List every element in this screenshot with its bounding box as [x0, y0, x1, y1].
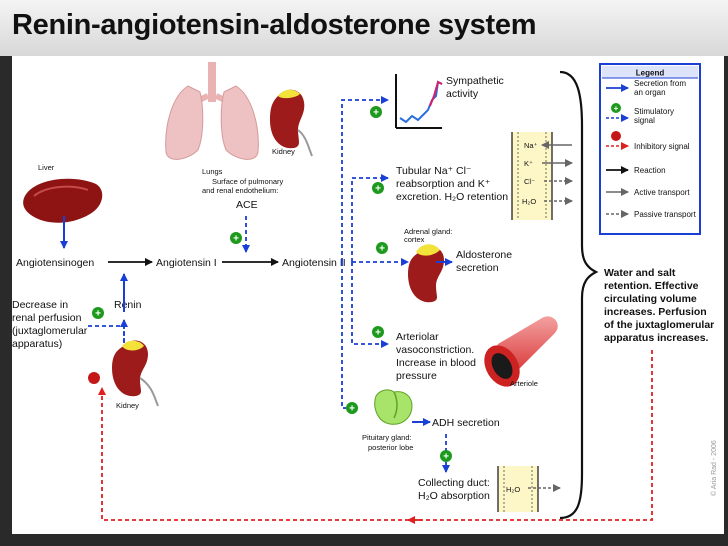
collecting-label-1: Collecting duct: — [418, 477, 490, 489]
tubular-label-3: excretion. H₂O retention — [396, 191, 508, 203]
outcome-line-3: circulating volume — [604, 293, 697, 305]
branch-sympathetic — [341, 96, 389, 262]
aldosterone-label-1: Aldosterone — [456, 249, 512, 261]
legend-stimulatory-2: signal — [634, 116, 655, 125]
title-bar: Renin-angiotensin-aldosterone system — [0, 0, 728, 56]
legend-reaction: Reaction — [634, 166, 666, 175]
stimulatory-signal-icon: + — [370, 106, 382, 119]
sympathetic-label-1: Sympathetic — [446, 75, 504, 87]
legend-stimulatory-1: Stimulatory — [634, 107, 674, 116]
liver-label: Liver — [38, 163, 55, 172]
branch-tubular — [351, 174, 389, 262]
svg-text:+: + — [375, 328, 381, 339]
pituitary-label-2: posterior lobe — [368, 443, 413, 452]
legend — [599, 63, 701, 235]
h2o-box — [497, 466, 539, 512]
sympathetic-label-2: activity — [446, 88, 479, 100]
legend-passive: Passive transport — [634, 210, 697, 219]
angiotensinogen-label: Angiotensinogen — [16, 257, 94, 269]
stimulatory-signal-icon: + — [346, 402, 358, 415]
pituitary-label-1: Pituitary gland: — [362, 433, 412, 442]
collecting-label-2: H₂O absorption — [418, 490, 490, 502]
inhibitory-signal-icon — [88, 372, 100, 384]
arteriolar-label-3: Increase in blood — [396, 357, 476, 369]
kidney-bottom-icon — [112, 340, 159, 407]
outcome-line-1: Water and salt — [604, 267, 676, 279]
svg-text:+: + — [349, 404, 355, 415]
surface-label-2: and renal endothelium: — [202, 186, 278, 195]
stimulatory-signal-icon: + — [372, 326, 384, 339]
decrease-label-4: apparatus) — [12, 338, 62, 350]
outcome-line-4: increases. Perfusion — [604, 306, 707, 318]
stimulatory-signal-icon: + — [440, 450, 452, 463]
outcome-line-6: apparatus increases. — [604, 332, 709, 344]
inhibitory-feedback-loop — [98, 350, 653, 521]
stimulatory-signal-icon: + — [230, 232, 242, 245]
decrease-label-2: renal perfusion — [12, 312, 82, 324]
page-title: Renin-angiotensin-aldosterone system — [12, 9, 537, 41]
stimulatory-signal-icon: + — [92, 307, 104, 320]
svg-text:+: + — [614, 104, 619, 113]
kidney-top-icon — [270, 89, 313, 157]
ace-label: ACE — [236, 199, 258, 211]
decrease-label-3: (juxtaglomerular — [12, 325, 88, 337]
credit-text: © Aria Rad - 2006 — [710, 440, 718, 496]
adh-label: ADH secretion — [432, 417, 500, 429]
lungs-icon — [165, 62, 259, 160]
arteriolar-label-2: vasoconstriction. — [396, 344, 474, 356]
ion-cl: Cl⁻ — [524, 177, 535, 186]
tubular-label-2: reabsorption and K⁺ — [396, 178, 491, 190]
tubular-label-1: Tubular Na⁺ Cl⁻ — [396, 165, 472, 177]
kidney-bottom-label: Kidney — [116, 401, 139, 410]
legend-heading: Legend — [636, 69, 665, 78]
legend-inhibitory-icon — [606, 131, 629, 150]
branch-pituitary — [341, 262, 357, 412]
ion-na: Na⁺ — [524, 141, 538, 150]
arteriolar-label-4: pressure — [396, 370, 437, 382]
renin-label: Renin — [114, 299, 142, 311]
outcome-line-2: retention. Effective — [604, 280, 699, 292]
lungs-label: Lungs — [202, 167, 223, 176]
ion-k: K⁺ — [524, 159, 533, 168]
arteriole-label: Arteriole — [510, 379, 538, 388]
adrenal-label-2: cortex — [404, 235, 425, 244]
legend-active: Active transport — [634, 188, 690, 197]
svg-text:+: + — [443, 452, 449, 463]
svg-text:+: + — [95, 309, 101, 320]
legend-inhibitory: Inhibitory signal — [634, 142, 690, 151]
summary-brace — [559, 70, 599, 520]
arteriolar-label-1: Arteriolar — [396, 331, 439, 343]
aldosterone-label-2: secretion — [456, 262, 499, 274]
arteriole-icon — [484, 316, 558, 387]
legend-stimulatory-icon: + — [606, 103, 629, 122]
sympathetic-graph-icon — [395, 74, 443, 129]
stimulatory-signal-icon: + — [376, 242, 388, 255]
h2o-box-label: H₂O — [506, 485, 520, 494]
surface-label-1: Surface of pulmonary — [212, 177, 284, 186]
stimulatory-signal-icon: + — [372, 182, 384, 195]
raas-diagram: Liver Angiotensinogen Angiotensin I Angi… — [12, 62, 718, 524]
branch-arteriolar — [351, 262, 389, 348]
ion-h2o: H₂O — [522, 197, 536, 206]
diagram-canvas: Liver Angiotensinogen Angiotensin I Angi… — [12, 56, 724, 534]
svg-text:+: + — [379, 244, 385, 255]
adrenal-label-1: Adrenal gland: — [404, 227, 452, 236]
pituitary-icon — [374, 389, 413, 425]
outcome-line-5: of the juxtaglomerular — [604, 319, 714, 331]
legend-secretion-2: an organ — [634, 88, 666, 97]
svg-text:+: + — [233, 234, 239, 245]
legend-secretion-1: Secretion from — [634, 79, 686, 88]
decrease-label-1: Decrease in — [12, 299, 68, 311]
liver-icon — [23, 178, 103, 223]
adrenal-kidney-icon — [408, 244, 444, 303]
svg-text:+: + — [373, 108, 379, 119]
angiotensin1-label: Angiotensin I — [156, 257, 217, 269]
angiotensin2-label: Angiotensin II — [282, 257, 346, 269]
svg-text:+: + — [375, 184, 381, 195]
kidney-top-label: Kidney — [272, 147, 295, 156]
